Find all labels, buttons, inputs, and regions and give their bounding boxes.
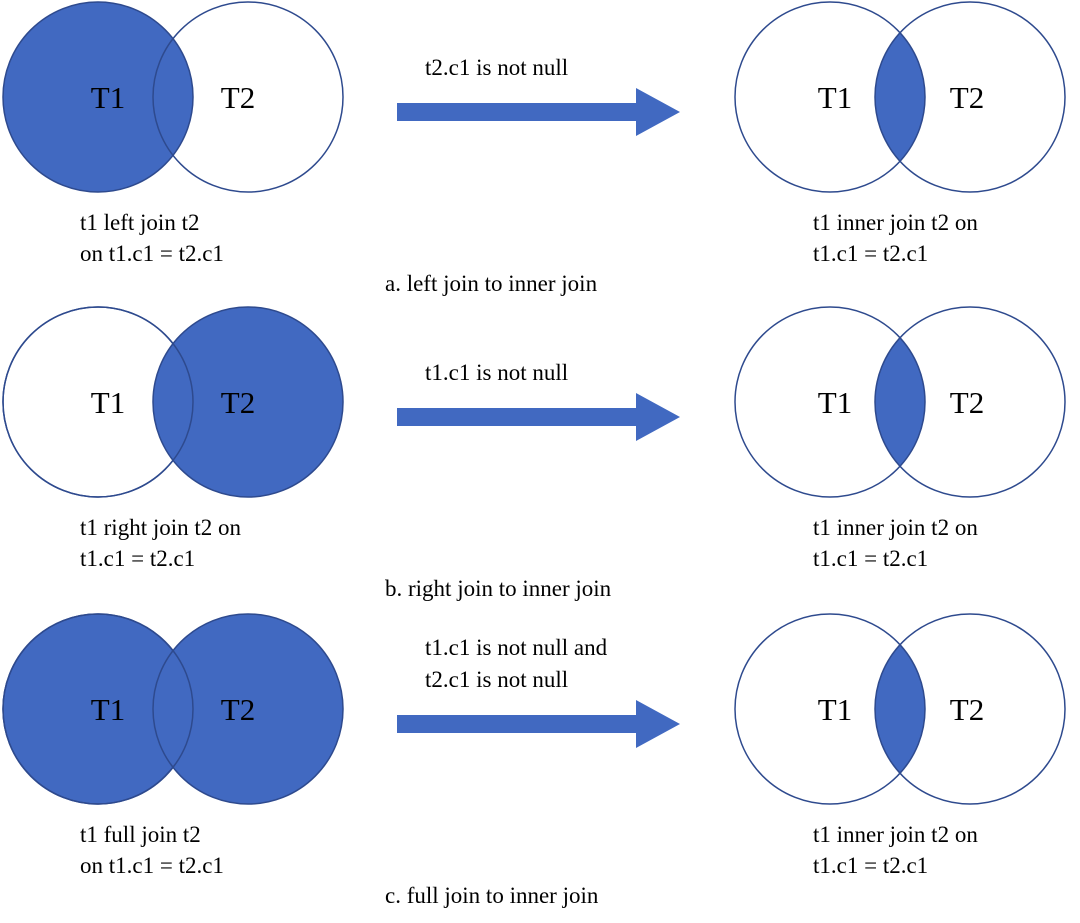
- caption-line: t1 inner join t2 on: [813, 822, 978, 847]
- circle-t2: [874, 1, 1066, 193]
- right-arrow-icon: [397, 700, 680, 748]
- set-label-t2: T2: [950, 692, 984, 727]
- condition-label: t2.c1 is not null: [425, 55, 568, 80]
- set-label-t2: T2: [950, 80, 984, 115]
- result-venn-diagram: T1 T2: [734, 1, 1066, 193]
- result-caption: t1 inner join t2 on t1.c1 = t2.c1: [813, 515, 978, 571]
- condition-label: t1.c1 is not null and t2.c1 is not null: [425, 635, 608, 692]
- source-venn-diagram: T1 T2: [2, 1, 344, 193]
- source-venn-diagram: T1 T2: [2, 306, 344, 498]
- condition-label: t1.c1 is not null: [425, 360, 568, 385]
- caption-line: on t1.c1 = t2.c1: [80, 853, 224, 878]
- set-label-t2: T2: [221, 692, 255, 727]
- condition-line: t2.c1 is not null: [425, 55, 568, 80]
- set-label-t2: T2: [221, 80, 255, 115]
- caption-line: t1 left join t2: [80, 210, 199, 235]
- set-label-t1: T1: [91, 385, 125, 420]
- condition-line: t2.c1 is not null: [425, 667, 568, 692]
- source-venn-diagram: T1 T2: [2, 613, 344, 805]
- panel-a: T1 T2 t1 left join t2 on t1.c1 = t2.c1 t2.c1…: [2, 1, 1066, 296]
- circle-t2: [152, 306, 344, 498]
- caption-line: t1.c1 = t2.c1: [813, 241, 928, 266]
- circle-t2: [152, 613, 344, 805]
- set-label-t2: T2: [221, 385, 255, 420]
- set-label-t1: T1: [818, 385, 852, 420]
- panel-title: c. full join to inner join: [385, 883, 599, 908]
- circle-t1-outline: [2, 613, 194, 805]
- set-label-t1: T1: [91, 80, 125, 115]
- caption-line: t1.c1 = t2.c1: [813, 546, 928, 571]
- set-label-t1: T1: [818, 80, 852, 115]
- condition-line: t1.c1 is not null and: [425, 635, 608, 660]
- result-venn-diagram: T1 T2: [734, 306, 1066, 498]
- right-arrow-icon: [397, 393, 680, 441]
- set-label-t1: T1: [91, 692, 125, 727]
- result-venn-diagram: T1 T2: [734, 613, 1066, 805]
- circle-t1: [734, 613, 926, 805]
- circle-t1: [2, 1, 194, 193]
- source-caption: t1 right join t2 on t1.c1 = t2.c1: [80, 515, 242, 571]
- circle-t1: [734, 306, 926, 498]
- source-caption: t1 full join t2 on t1.c1 = t2.c1: [80, 822, 224, 878]
- caption-line: t1 inner join t2 on: [813, 515, 978, 540]
- circle-t2: [874, 613, 1066, 805]
- set-label-t2: T2: [950, 385, 984, 420]
- circle-t1: [734, 1, 926, 193]
- result-caption: t1 inner join t2 on t1.c1 = t2.c1: [813, 210, 978, 266]
- panel-c: T1 T2 t1 full join t2 on t1.c1 = t2.c1 t1.c1…: [2, 613, 1066, 908]
- caption-line: t1 right join t2 on: [80, 515, 242, 540]
- condition-line: t1.c1 is not null: [425, 360, 568, 385]
- panel-b: T1 T2 t1 right join t2 on t1.c1 = t2.c1 t1.c…: [2, 306, 1066, 601]
- panel-title: b. right join to inner join: [385, 576, 612, 601]
- panel-title: a. left join to inner join: [385, 271, 598, 296]
- caption-line: t1.c1 = t2.c1: [80, 546, 195, 571]
- circle-t2: [874, 306, 1066, 498]
- caption-line: t1.c1 = t2.c1: [813, 853, 928, 878]
- circle-t1-outline: [2, 306, 194, 498]
- caption-line: t1 full join t2: [80, 822, 201, 847]
- result-caption: t1 inner join t2 on t1.c1 = t2.c1: [813, 822, 978, 878]
- set-label-t1: T1: [818, 692, 852, 727]
- circle-t2: [152, 1, 344, 193]
- caption-line: t1 inner join t2 on: [813, 210, 978, 235]
- caption-line: on t1.c1 = t2.c1: [80, 241, 224, 266]
- right-arrow-icon: [397, 88, 680, 136]
- source-caption: t1 left join t2 on t1.c1 = t2.c1: [80, 210, 224, 266]
